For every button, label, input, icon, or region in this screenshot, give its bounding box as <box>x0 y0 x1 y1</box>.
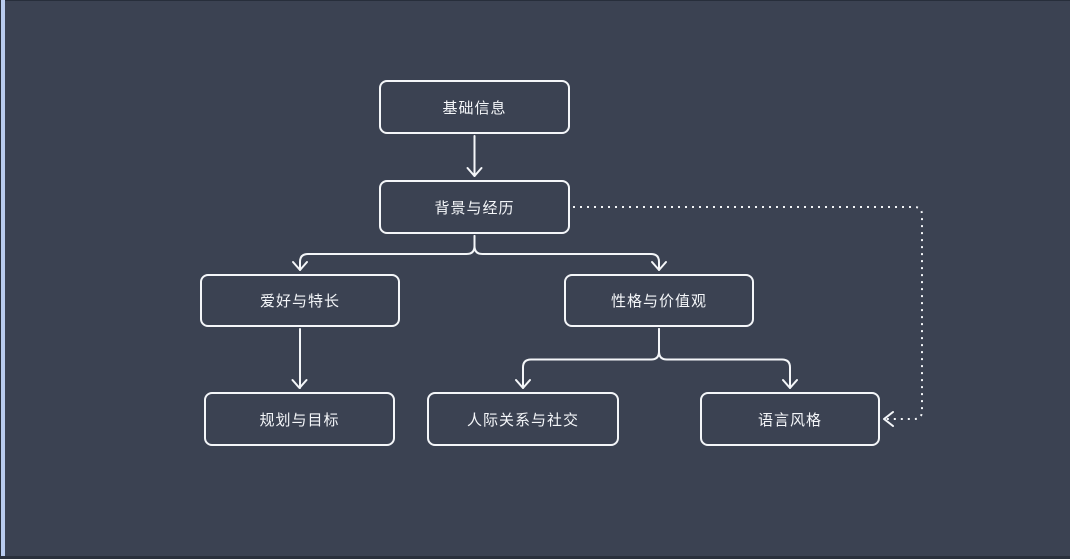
node-label: 语言风格 <box>757 411 822 429</box>
node-label: 性格与价值观 <box>610 293 707 310</box>
edge-basic-info-to-background-experience-arrowhead <box>466 167 483 177</box>
edge-background-experience-to-personality-values-arrowhead <box>651 261 667 271</box>
window-left-accent <box>0 0 5 559</box>
node-label: 人际关系与社交 <box>466 411 579 429</box>
node-label: 规划与目标 <box>259 411 340 429</box>
node-label: 爱好与特长 <box>259 293 340 310</box>
window-top-edge <box>0 0 1070 1</box>
node-interpersonal-social[interactable]: 人际关系与社交 <box>427 392 619 446</box>
edge-personality-values-to-interpersonal-social-arrowhead <box>515 379 531 389</box>
node-language-style[interactable]: 语言风格 <box>700 392 880 446</box>
node-label: 背景与经历 <box>434 199 515 217</box>
window-bottom-edge <box>0 556 1070 559</box>
edge-personality-values-to-interpersonal-social <box>522 328 660 389</box>
node-basic-info[interactable]: 基础信息 <box>379 80 570 134</box>
node-personality-values[interactable]: 性格与价值观 <box>564 274 754 327</box>
node-label: 基础信息 <box>442 99 507 117</box>
node-plans-goals[interactable]: 规划与目标 <box>204 392 395 446</box>
edge-background-experience-to-personality-values <box>473 235 660 271</box>
edge-background-experience-to-language-style-arrowhead <box>883 411 894 427</box>
edge-personality-values-to-language-style-arrowhead <box>782 379 798 389</box>
edge-personality-values-to-language-style <box>658 328 791 389</box>
node-background-experience[interactable]: 背景与经历 <box>379 180 570 234</box>
edge-background-experience-to-hobbies-strengths <box>299 235 476 271</box>
edge-hobbies-strengths-to-plans-goals-arrowhead <box>291 379 308 389</box>
node-hobbies-strengths[interactable]: 爱好与特长 <box>200 274 400 327</box>
edge-background-experience-to-language-style <box>573 206 923 420</box>
edge-background-experience-to-hobbies-strengths-arrowhead <box>292 261 308 271</box>
